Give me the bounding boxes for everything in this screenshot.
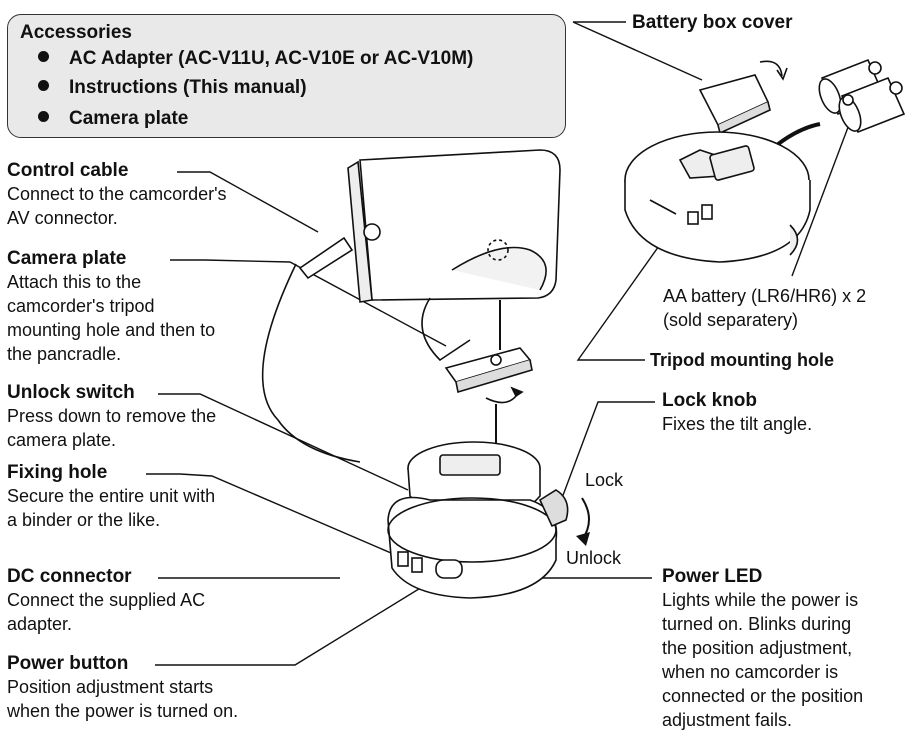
unlock-switch-label: Unlock switch Press down to remove the c… <box>7 382 217 450</box>
battery-cover-drawing <box>698 60 788 135</box>
leader-aa-battery <box>791 105 857 277</box>
control-cable-drawing <box>261 236 361 463</box>
dc-connector-label: DC connector Connect the supplied AC ada… <box>7 566 206 634</box>
accessory-item: AC Adapter (AC-V11U, AC-V10E or AC-V10M) <box>38 48 473 70</box>
leader-lock-knob <box>561 401 655 499</box>
battery-box-cover-label: Battery box cover <box>632 12 793 33</box>
aa-battery-drawing <box>818 58 906 134</box>
accessory-item: Camera plate <box>38 108 188 130</box>
power-led-label: Power LED Lights while the power is turn… <box>662 566 864 730</box>
leader-fixing-hole <box>146 473 399 557</box>
bullet-icon <box>38 111 49 123</box>
accessories-title: Accessories <box>20 22 132 43</box>
leader-control-cable <box>177 171 319 233</box>
fixing-hole-label: Fixing hole Secure the entire unit with … <box>7 462 216 530</box>
control-cable-label: Control cable Connect to the camcorder's… <box>7 160 227 228</box>
bullet-icon <box>38 80 49 92</box>
bullet-icon <box>38 51 49 63</box>
aa-battery-label: AA battery (LR6/HR6) x 2 (sold separater… <box>663 286 867 330</box>
camcorder-drawing <box>347 149 561 362</box>
camera-plate-drawing <box>444 347 533 404</box>
power-button-label: Power button Position adjustment starts … <box>7 653 239 721</box>
accessories-box <box>7 14 566 138</box>
leader-battery-cover-2 <box>572 21 703 81</box>
accessory-item: Instructions (This manual) <box>38 77 307 99</box>
lock-knob-label: Lock knob Fixes the tilt angle. <box>662 390 813 434</box>
leader-camera-plate <box>170 259 447 347</box>
tripod-mounting-hole-label: Tripod mounting hole <box>650 350 834 370</box>
pancradle-bottom-drawing <box>624 131 811 263</box>
pancradle-drawing <box>387 441 569 599</box>
unlock-label: Unlock <box>566 548 622 568</box>
camera-plate-label: Camera plate Attach this to the camcorde… <box>7 248 216 364</box>
leader-power-button <box>155 575 441 666</box>
lock-label: Lock <box>585 470 624 490</box>
